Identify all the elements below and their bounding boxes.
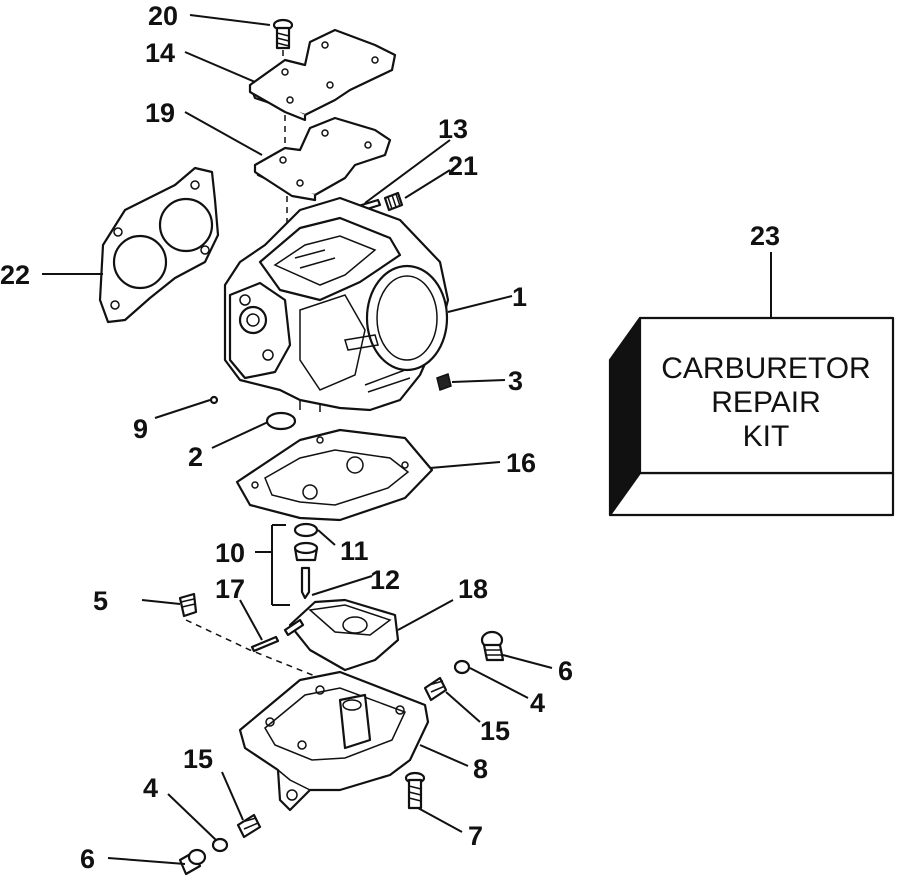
part-15-jet-right [423, 676, 448, 702]
callout-15-bottom: 15 [183, 744, 213, 774]
callout-18: 18 [458, 574, 488, 604]
part-6-screw-bottom [178, 848, 207, 876]
leader-lines [42, 14, 772, 865]
part-18-float [283, 598, 400, 672]
part-2-disc [265, 411, 297, 431]
assembly-line-19 [284, 115, 288, 225]
callout-13: 13 [438, 114, 468, 144]
part-4-washer-bottom [211, 837, 229, 853]
part-1-carburetor-body [223, 196, 450, 412]
part-21-spring [383, 191, 404, 212]
part-17-pin [250, 635, 280, 653]
callout-8: 8 [473, 754, 488, 784]
callout-17: 17 [215, 574, 245, 604]
callout-10: 10 [215, 538, 245, 568]
callout-7: 7 [468, 821, 483, 851]
callout-4-right: 4 [530, 688, 545, 718]
part-3-plug [436, 373, 452, 391]
kit-label-line2: REPAIR [711, 386, 820, 419]
callout-12: 12 [370, 565, 400, 595]
part-10-seat [293, 541, 319, 562]
part-14-cover-plate [248, 28, 397, 122]
callout-6-bottom: 6 [80, 844, 95, 874]
callout-6-upper: 6 [558, 656, 573, 686]
assembly-line-5 [185, 619, 351, 691]
part-8-float-bowl [238, 670, 430, 812]
callout-22: 22 [0, 260, 30, 290]
part-4-washer-right [453, 659, 471, 675]
part-11-washer [293, 522, 319, 538]
part-20-screw [272, 18, 294, 50]
callout-15-right: 15 [480, 716, 510, 746]
callout-21: 21 [448, 151, 478, 181]
callout-20: 20 [148, 1, 178, 31]
part-9-ball [209, 395, 219, 405]
callout-14: 14 [145, 38, 175, 68]
part-15-jet-bottom [236, 813, 262, 839]
part-16-bowl-gasket [235, 428, 434, 522]
callout-5: 5 [93, 586, 108, 616]
callout-3: 3 [508, 366, 523, 396]
part-23-repair-kit-box[interactable]: CARBURETOR REPAIR KIT [608, 316, 895, 517]
callout-16: 16 [506, 448, 536, 478]
callout-1: 1 [512, 282, 527, 312]
part-5-jet [178, 592, 198, 618]
callout-9: 9 [133, 414, 148, 444]
callout-2: 2 [188, 442, 203, 472]
callout-19: 19 [145, 98, 175, 128]
kit-label-line3: KIT [743, 420, 790, 453]
part-22-flange-gasket [98, 166, 220, 324]
part-19-gasket [253, 116, 392, 202]
callout-23: 23 [750, 221, 780, 251]
callout-labels: 20 14 19 13 21 22 1 3 9 2 16 10 11 12 5 … [0, 1, 780, 874]
kit-label-line1: CARBURETOR [661, 352, 870, 385]
part-12-needle [300, 566, 311, 600]
part-7-screw [404, 771, 426, 810]
callout-4-bottom: 4 [143, 773, 158, 803]
callout-11: 11 [340, 536, 369, 566]
part-6-screw-upper [480, 630, 505, 662]
